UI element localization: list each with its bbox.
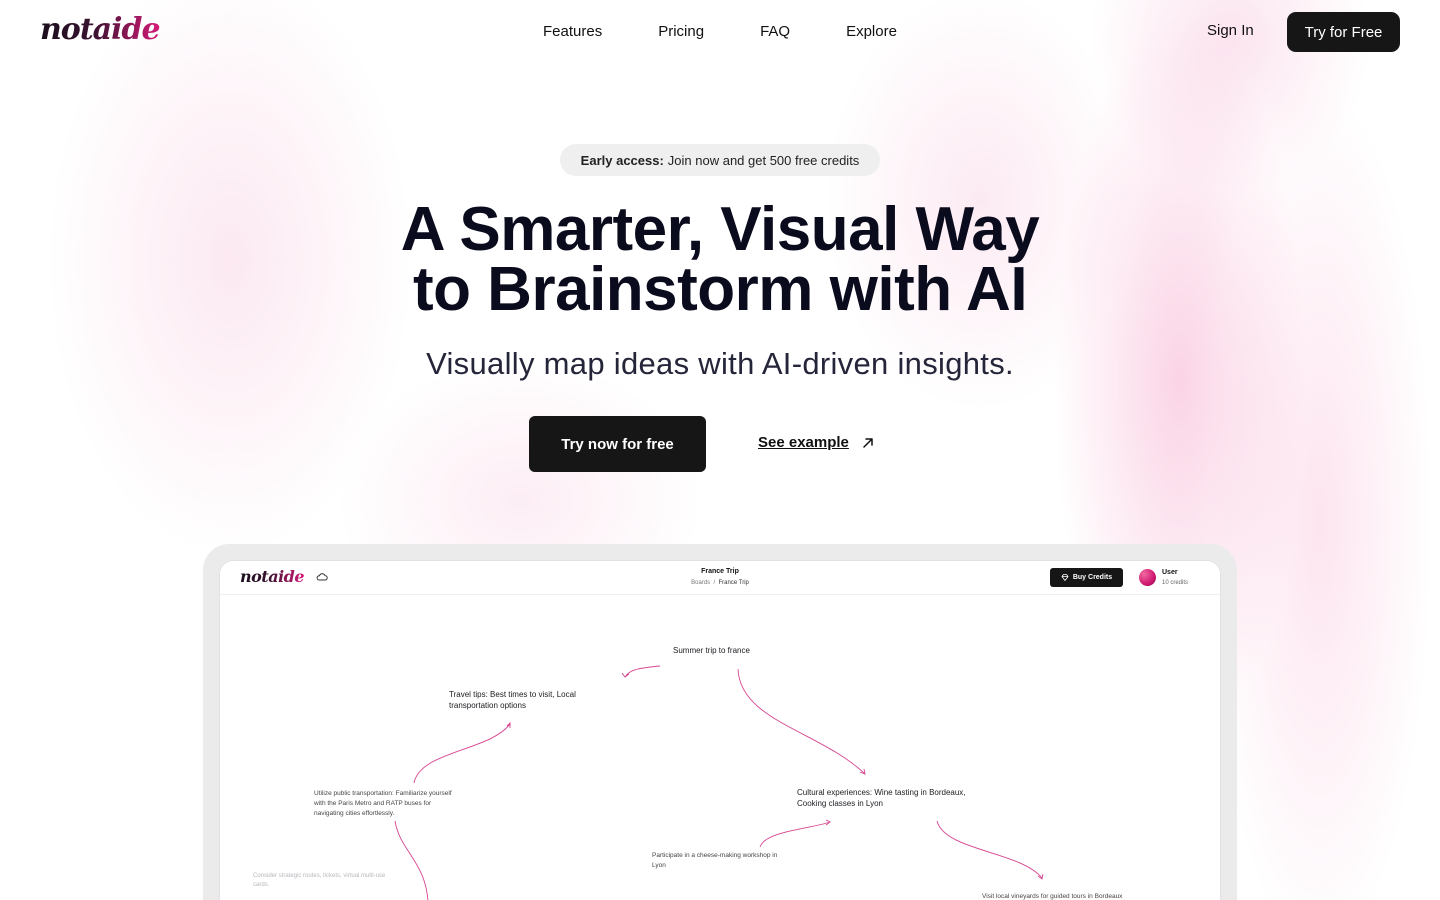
nav-explore[interactable]: Explore <box>846 23 897 40</box>
arrow-up-right-icon <box>863 437 873 448</box>
breadcrumb: Boards / France Trip <box>660 580 780 586</box>
connector-public-transport-to-travel-tips <box>413 723 511 784</box>
brand-logo[interactable]: notaide <box>40 12 161 47</box>
mindmap-node-travel-tips: Travel tips: Best times to visit, Local … <box>449 690 576 710</box>
hero-title-line2: to Brainstorm with AI <box>412 255 1028 324</box>
mindmap-node-public-transport: Utilize public transportation: Familiari… <box>314 790 452 817</box>
breadcrumb-separator: / <box>713 580 716 586</box>
main-nav: Features Pricing FAQ Explore <box>543 22 953 42</box>
nav-faq[interactable]: FAQ <box>760 23 791 40</box>
connector-cultural-to-vineyards <box>936 820 1043 879</box>
mindmap-node-vineyards: Visit local vineyards for guided tours i… <box>982 893 1123 900</box>
mindmap-node-faint: Consider strategic routes, tickets, virt… <box>253 873 386 888</box>
mindmap-connectors <box>394 665 1044 900</box>
user-credits: 10 credits <box>1162 580 1189 586</box>
mindmap-canvas: Summer trip to france Travel tips: Best … <box>220 561 1220 900</box>
user-name: User <box>1162 569 1178 576</box>
hero-title-line1: A Smarter, Visual Way <box>400 195 1040 264</box>
mindmap-node-root: Summer trip to france <box>673 646 750 655</box>
see-example-link[interactable]: See example <box>758 434 875 451</box>
avatar <box>1139 569 1156 586</box>
hero-subtitle: Visually map ideas with AI-driven insigh… <box>426 346 1014 381</box>
mindmap-node-cultural: Cultural experiences: Wine tasting in Bo… <box>797 788 966 808</box>
buy-credits-button: Buy Credits <box>1050 568 1123 587</box>
breadcrumb-current: France Trip <box>718 580 749 586</box>
arrowhead <box>859 768 866 775</box>
connector-root-to-travel-tips <box>624 665 661 678</box>
arrowhead <box>825 819 831 826</box>
diamond-icon <box>1061 574 1069 581</box>
try-now-button[interactable]: Try now for free <box>529 416 706 472</box>
see-example-label: See example <box>758 434 849 451</box>
hero-title: A Smarter, Visual Way to Brainstorm with… <box>320 199 1120 321</box>
nav-pricing[interactable]: Pricing <box>658 23 705 40</box>
app-preview: notaide France Trip Boards / France Trip… <box>219 560 1221 900</box>
connector-cheese-to-cultural <box>759 821 831 848</box>
sign-in-link[interactable]: Sign In <box>1207 22 1254 39</box>
board-title: France Trip <box>701 568 739 575</box>
nav-features[interactable]: Features <box>543 23 603 40</box>
connector-root-to-cultural <box>737 668 866 775</box>
mindmap-node-cheese: Participate in a cheese-making workshop … <box>652 852 778 869</box>
connector-public-transport-down <box>394 820 429 900</box>
try-for-free-button[interactable]: Try for Free <box>1287 12 1400 52</box>
arrowhead <box>1037 873 1044 880</box>
arrowhead <box>621 672 630 678</box>
early-access-badge: Early access: Join now and get 500 free … <box>560 144 880 176</box>
cloud-icon <box>316 573 328 581</box>
buy-credits-label: Buy Credits <box>1072 574 1113 581</box>
badge-text: Join now and get 500 free credits <box>667 152 860 168</box>
app-preview-header: notaide France Trip Boards / France Trip… <box>220 561 1220 595</box>
site-header: notaide Features Pricing FAQ Explore Sig… <box>0 0 1440 64</box>
breadcrumb-root[interactable]: Boards <box>691 580 711 586</box>
badge-label: Early access: <box>580 152 664 168</box>
arrowhead <box>506 721 511 728</box>
app-preview-logo: notaide <box>240 567 305 586</box>
